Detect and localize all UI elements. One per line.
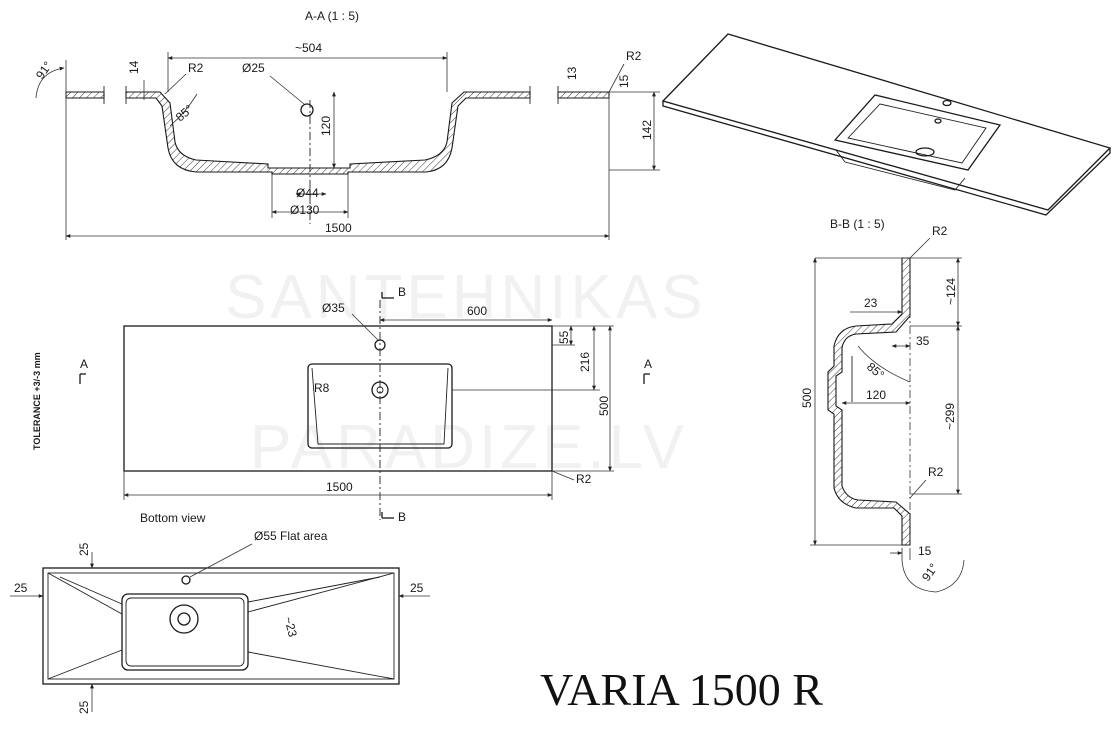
section-aa: A-A (1 : 5) ~504 R2 Ø25 14 91° 85° 120 Ø… xyxy=(33,9,660,240)
iso-thickness xyxy=(662,101,1111,216)
watermark: SANTEHNIKAS PARADIZE.LV xyxy=(225,263,707,482)
section-bb: B-B (1 : 5) R2 ~124 23 35 85° 120 500 ~2… xyxy=(800,217,965,593)
dim-bb-35-label: 35 xyxy=(916,334,930,348)
leader-tv-35 xyxy=(351,313,379,341)
cut-marker-b-bottom: B xyxy=(381,510,406,524)
tolerance-note: TOLERANCE +3/-3 mm xyxy=(32,352,42,450)
cut-b-bottom-label: B xyxy=(398,510,406,524)
section-bb-label: B-B (1 : 5) xyxy=(830,217,885,231)
rib-3 xyxy=(247,572,395,613)
dim-aa-142-label: 142 xyxy=(640,120,654,140)
leader-aa-r2b xyxy=(608,63,625,93)
rib-4 xyxy=(247,651,395,680)
dim-tv-35-label: Ø35 xyxy=(322,301,345,315)
dim-tv-r8-label: R8 xyxy=(314,381,330,395)
dim-bb-124-label: ~124 xyxy=(944,278,958,305)
top-view-basin-inner xyxy=(311,367,449,445)
dim-aa-44-label: Ø44 xyxy=(296,186,319,200)
dim-aa-85-arc xyxy=(169,93,198,127)
cut-a-left-label: A xyxy=(80,357,88,371)
dim-bv-23-label: ~23 xyxy=(281,615,300,639)
dim-tv-500-label: 500 xyxy=(597,396,611,416)
top-view-outline xyxy=(123,325,553,472)
cut-marker-a-left: A xyxy=(79,357,88,384)
bottom-view-drain-icon xyxy=(177,612,191,626)
dim-bb-23-label: 23 xyxy=(864,296,878,310)
dim-tv-216-label: 216 xyxy=(578,352,592,372)
isometric-view xyxy=(661,33,1112,216)
top-view: Ø35 600 55 216 500 R8 1500 R2 TOLERANCE … xyxy=(32,285,652,524)
dim-aa-130-label: Ø130 xyxy=(290,203,320,217)
dim-bb-120-label: 120 xyxy=(866,388,886,402)
cut-marker-a-right: A xyxy=(643,357,652,384)
dim-tv-600-label: 600 xyxy=(467,304,487,318)
leader-bb-r2-bot xyxy=(909,479,927,499)
dim-aa-1500-label: 1500 xyxy=(325,221,352,235)
dim-bb-91-label: 91° xyxy=(919,561,941,584)
cut-a-right-label: A xyxy=(644,357,652,371)
bottom-view: Bottom view Ø55 Flat area 25 25 25 25 ~2… xyxy=(10,511,430,714)
bottom-view-label: Bottom view xyxy=(140,511,206,525)
dim-bv-25-right-label: 25 xyxy=(410,581,424,595)
iso-top-surface xyxy=(661,33,1112,211)
section-aa-left-flange xyxy=(65,91,105,99)
iso-tap-hole-icon xyxy=(942,99,952,107)
section-bb-profile xyxy=(827,257,911,546)
section-aa-label: A-A (1 : 5) xyxy=(305,9,359,23)
dim-aa-14-label: 14 xyxy=(127,60,141,74)
cut-marker-b-top: B xyxy=(381,285,406,299)
dim-bb-299-label: ~299 xyxy=(943,403,957,430)
bottom-view-flat-area-label: Ø55 Flat area xyxy=(254,529,328,543)
leader-aa-hole xyxy=(269,75,305,105)
dim-aa-15-label: 15 xyxy=(617,74,631,88)
iso-basin-inner xyxy=(847,103,987,164)
dim-bb-r2-top-label: R2 xyxy=(932,224,948,238)
dim-tv-55-label: 55 xyxy=(557,330,571,344)
dim-aa-hole-label: Ø25 xyxy=(242,61,265,75)
bottom-view-outline xyxy=(42,567,400,685)
dim-aa-width-label: ~504 xyxy=(295,41,322,55)
dim-bv-25-left-label: 25 xyxy=(14,581,28,595)
iso-basin-rim xyxy=(833,94,1002,171)
dim-bb-15-label: 15 xyxy=(918,544,932,558)
section-aa-overflow-hole xyxy=(300,103,314,117)
dim-aa-r2-label: R2 xyxy=(188,61,204,75)
leader-flat-area xyxy=(189,543,253,578)
dim-tv-r2-label: R2 xyxy=(576,472,592,486)
iso-overflow-icon xyxy=(934,118,942,124)
bottom-view-inner xyxy=(47,572,395,680)
dim-aa-85-label: 85° xyxy=(173,102,196,125)
bottom-view-basin xyxy=(121,593,249,671)
leader-aa-r2 xyxy=(164,73,187,95)
leader-tv-r2 xyxy=(551,470,575,481)
bottom-view-tap-hole xyxy=(181,575,191,585)
bottom-view-basin-inner xyxy=(125,597,245,667)
rib-1 xyxy=(47,572,123,615)
dim-aa-r2b-label: R2 xyxy=(626,49,642,63)
dim-aa-91-arc xyxy=(35,66,65,99)
dim-bb-r2-bot-label: R2 xyxy=(928,465,944,479)
dim-bv-25-top-label: 25 xyxy=(77,542,91,556)
cut-b-top-label: B xyxy=(398,285,406,299)
section-aa-right-flange xyxy=(557,91,610,99)
watermark-line1: SANTEHNIKAS xyxy=(225,263,707,332)
dim-aa-120-label: 120 xyxy=(319,116,333,136)
bottom-view-flat-area xyxy=(169,604,199,634)
rib-6 xyxy=(247,576,381,603)
rib-2 xyxy=(47,649,123,680)
dim-aa-13-label: 13 xyxy=(565,66,579,80)
dim-tv-1500-label: 1500 xyxy=(326,480,353,494)
dim-aa-91-label: 91° xyxy=(33,59,55,82)
iso-drain-icon xyxy=(915,147,935,157)
iso-basin-bottom xyxy=(835,149,966,191)
leader-bb-r2-top xyxy=(909,237,931,259)
dim-bb-500-label: 500 xyxy=(800,388,814,408)
rib-5 xyxy=(59,576,123,605)
dim-bb-85-arc xyxy=(857,345,911,383)
product-title: VARIA 1500 R xyxy=(540,664,823,715)
dim-bb-91-arc xyxy=(901,559,965,593)
dim-bv-25-bottom-label: 25 xyxy=(77,700,91,714)
